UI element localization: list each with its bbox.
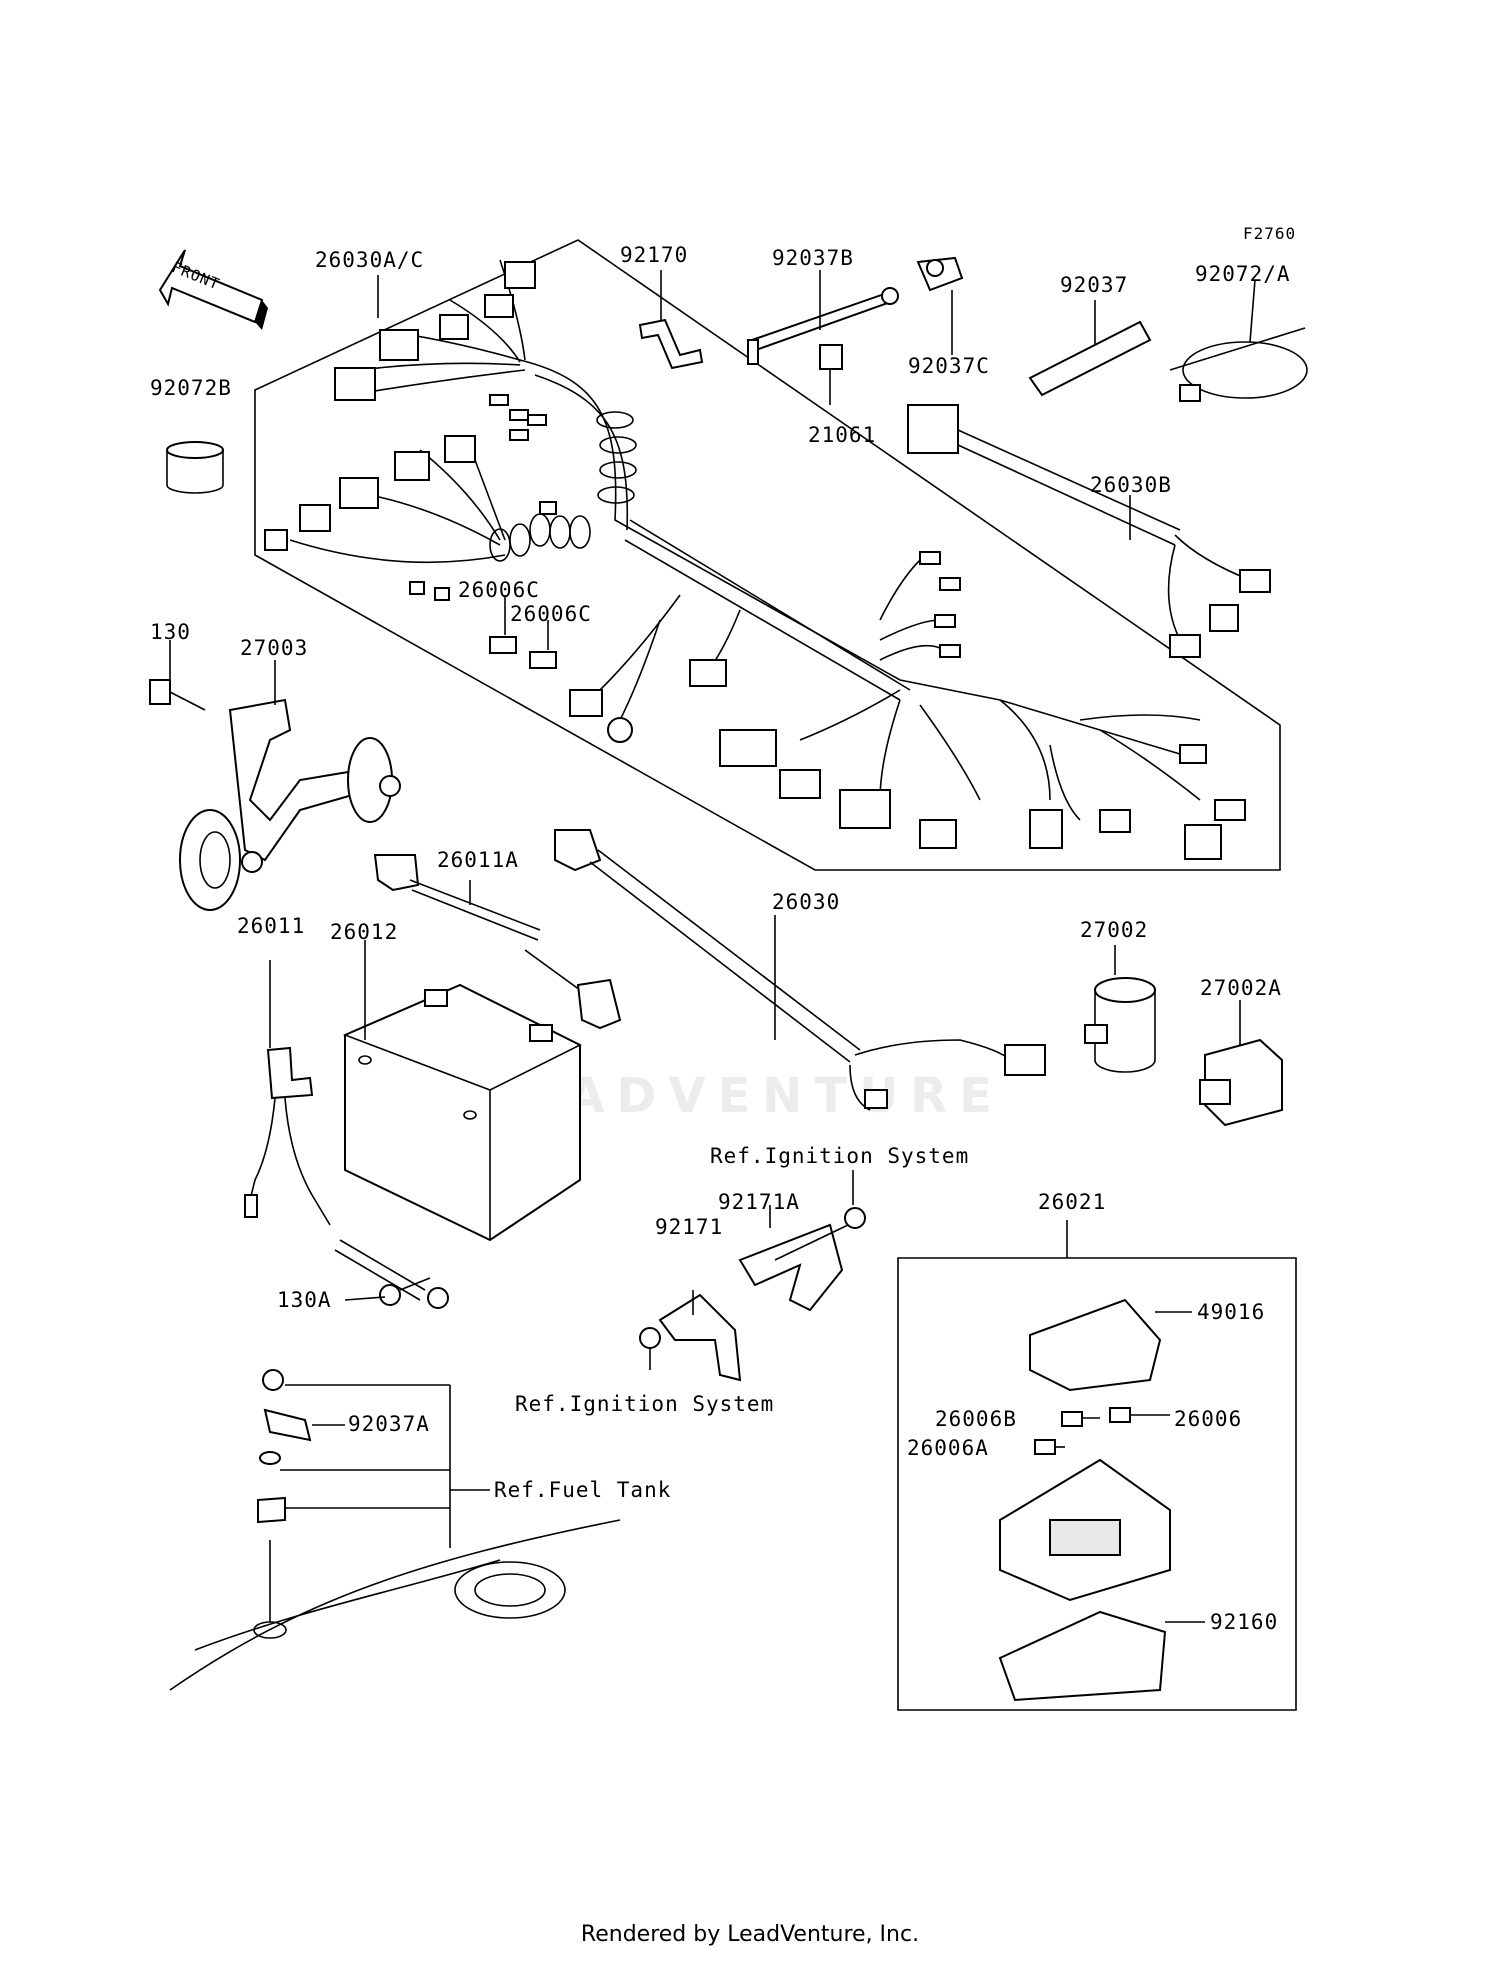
- harness-lower-connectors: [570, 552, 1245, 859]
- part-26030b: [908, 405, 1270, 657]
- main-harness-tube: [520, 360, 1200, 760]
- part-92160: [1000, 1612, 1165, 1700]
- label-ref-ignition-2: Ref.Ignition System: [515, 1392, 775, 1416]
- label-130a: 130A: [277, 1288, 332, 1312]
- label-26012: 26012: [330, 920, 399, 944]
- part-fuse-box: [1000, 1460, 1170, 1600]
- label-21061: 21061: [808, 423, 877, 447]
- label-26030: 26030: [772, 890, 841, 914]
- label-26006: 26006: [1174, 1407, 1243, 1431]
- part-26006b: [1062, 1412, 1082, 1426]
- leader-lines: [170, 270, 1255, 1622]
- part-92072a: [1170, 328, 1307, 401]
- part-130-bolt: [150, 680, 205, 710]
- label-26021: 26021: [1038, 1190, 1107, 1214]
- part-26011a: [375, 855, 620, 1028]
- part-26012-battery: [345, 985, 580, 1240]
- label-26011a: 26011A: [437, 848, 519, 872]
- label-92072b: 92072B: [150, 376, 232, 400]
- label-92171a: 92171A: [718, 1190, 800, 1214]
- label-26006b: 26006B: [935, 1407, 1017, 1431]
- label-49016: 49016: [1197, 1300, 1266, 1324]
- label-92160: 92160: [1210, 1610, 1279, 1634]
- main-harness-outline: [255, 240, 1280, 870]
- label-26030b: 26030B: [1090, 473, 1172, 497]
- part-26006: [1110, 1408, 1130, 1422]
- label-27002: 27002: [1080, 918, 1149, 942]
- part-26006a: [1035, 1440, 1055, 1454]
- part-26011: [245, 1048, 448, 1308]
- label-130: 130: [150, 620, 191, 644]
- label-27002a: 27002A: [1200, 976, 1282, 1000]
- part-27003-horn: [180, 700, 400, 910]
- footer-credit: Rendered by LeadVenture, Inc.: [580, 1922, 920, 1947]
- label-26006a: 26006A: [907, 1436, 989, 1460]
- label-92072a: 92072/A: [1195, 262, 1291, 286]
- part-130a: [380, 1278, 430, 1305]
- harness-coils: [490, 412, 636, 561]
- part-49016: [1030, 1300, 1160, 1390]
- part-92037: [1030, 322, 1150, 395]
- harness-connectors: [265, 262, 556, 600]
- label-26006c-1: 26006C: [458, 578, 540, 602]
- part-92171a: [740, 1208, 865, 1310]
- label-ref-fuel-tank: Ref.Fuel Tank: [494, 1478, 672, 1502]
- part-92037b: [748, 288, 898, 364]
- part-92171: [640, 1295, 740, 1380]
- fuse-26006c-2: [530, 652, 556, 668]
- label-27003: 27003: [240, 636, 309, 660]
- label-26006c-2: 26006C: [510, 602, 592, 626]
- label-26030ac: 26030A/C: [315, 248, 425, 272]
- label-92037b: 92037B: [772, 246, 854, 270]
- label-92171: 92171: [655, 1215, 724, 1239]
- label-92037c: 92037C: [908, 354, 990, 378]
- fuse-26006c-1: [490, 637, 516, 653]
- front-arrow-icon: [160, 250, 268, 330]
- label-92037a: 92037A: [348, 1412, 430, 1436]
- fuse-box-outline: [898, 1258, 1296, 1710]
- label-ref-ignition-1: Ref.Ignition System: [710, 1144, 970, 1168]
- part-26030: [555, 830, 1045, 1110]
- part-92037c: [918, 258, 962, 290]
- part-27002: [1085, 978, 1155, 1072]
- label-92170: 92170: [620, 243, 689, 267]
- part-21061: [820, 345, 842, 369]
- diagram-code: F2760: [1243, 224, 1297, 243]
- part-92170: [640, 320, 702, 368]
- label-92037: 92037: [1060, 273, 1129, 297]
- part-92072b: [167, 442, 223, 493]
- label-26011: 26011: [237, 914, 306, 938]
- fuel-tank-reference: [170, 1370, 620, 1690]
- part-27002a: [1200, 1040, 1282, 1125]
